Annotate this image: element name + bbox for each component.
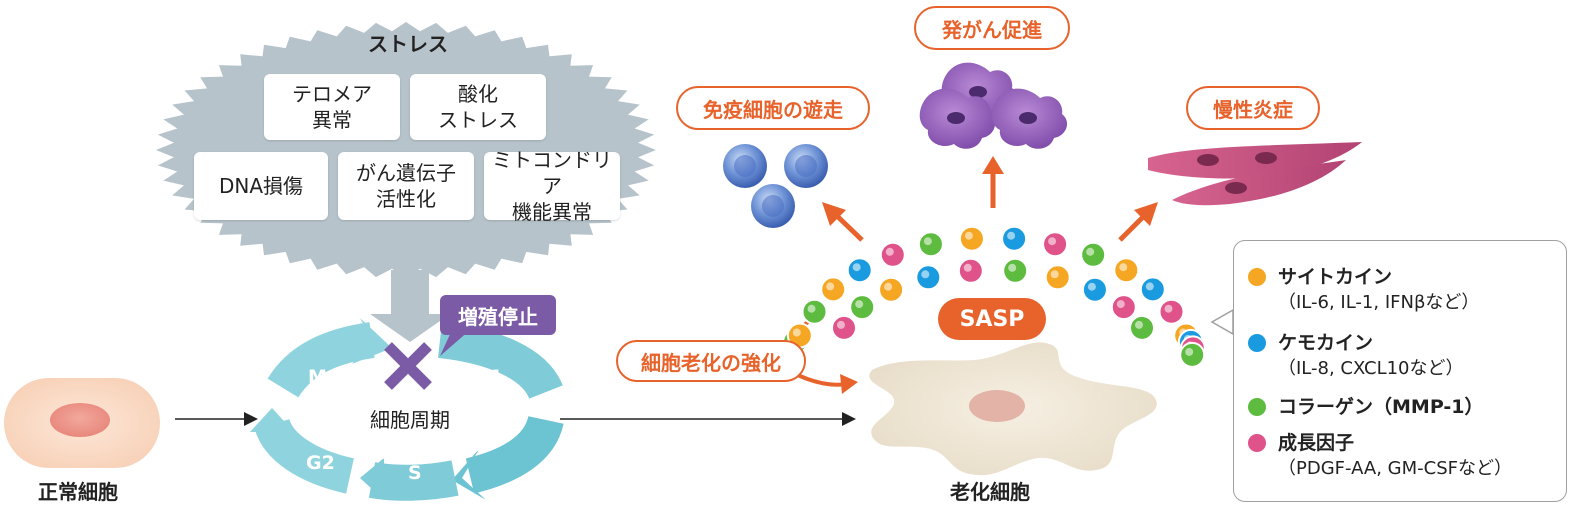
sasp-dot-highlight [1145,282,1154,291]
sasp-dot-highlight [923,237,932,246]
sasp-dot [1044,264,1071,291]
stress-factor-mitochondria: ミトコンドリア 機能異常 [484,148,620,224]
sasp-dot-highlight [1048,237,1057,246]
sasp-dot [801,298,828,325]
sasp-dot-highlight [1086,247,1095,256]
sasp-dot [915,264,942,291]
sasp-dot-highlight [963,263,972,272]
sasp-dot-highlight [826,282,835,291]
sasp-dot [1113,257,1140,284]
stress-down-arrow [370,270,450,342]
immune-cells [723,144,828,228]
sasp-dot [1042,231,1069,258]
sasp-dot [1129,314,1155,341]
legend-name: 成長因子 [1278,432,1355,454]
senescent-cell [869,342,1157,476]
legend-sub: （PDGF-AA, GM-CSFなど） [1278,458,1513,479]
sasp-dot [1179,341,1206,368]
sasp-dot-highlight [855,300,864,309]
legend-name: コラーゲン（MMP-1） [1278,396,1484,418]
phase-g1: G1 [474,366,503,388]
sasp-dot [1001,225,1028,252]
sasp-dot [879,241,906,268]
effect-chronic-inflammation: 慢性炎症 [1186,86,1320,130]
stress-title: ストレス [368,32,448,56]
arrow-cycle-to-senescent [560,412,856,426]
normal-cell-label: 正常細胞 [38,480,118,504]
stress-factor-telomere: テロメア 異常 [264,74,400,140]
sasp-dot-highlight [1135,320,1143,329]
sasp-dot [1002,257,1029,284]
chemokine-dot-icon [1248,334,1266,352]
sasp-dot [1080,241,1107,268]
sasp-dot [917,231,944,258]
cell-cycle-ring [250,318,564,501]
legend-sub: （IL-6, IL-1, IFNβなど） [1278,292,1480,313]
effect-oncogenesis: 発がん促進 [914,6,1070,50]
sasp-dot [1158,298,1185,325]
sasp-dot-highlight [852,263,861,272]
tumor-cells [919,62,1068,149]
sasp-dot [831,314,857,341]
sasp-dot [878,276,905,303]
sasp-dot-highlight [1008,263,1017,272]
sasp-dot-highlight [1164,304,1173,313]
sasp-dot-highlight [1007,231,1016,240]
cytokine-dot-icon [1248,268,1266,286]
sasp-dot-highlight [807,304,816,313]
sasp-dot-highlight [837,320,845,329]
sasp-factor-dots [780,225,1206,368]
legend-name: サイトカイン [1278,266,1393,288]
phase-m: M [308,366,327,388]
effect-arrow-immune [822,202,864,242]
phase-g2: G2 [306,452,335,474]
sasp-dot-highlight [1050,270,1059,279]
sasp-dot-highlight [964,231,973,240]
legend-pointer [1210,308,1234,336]
sasp-legend: サイトカイン （IL-6, IL-1, IFNβなど） ケモカイン （IL-8,… [1233,240,1567,502]
sasp-dot [846,257,873,284]
arrest-label: 増殖停止 [440,295,556,335]
normal-cell [4,378,160,468]
stress-factor-oxidative: 酸化 ストレス [410,74,546,140]
stress-factor-oncogene: がん遺伝子 活性化 [338,152,474,220]
senescent-cell-label: 老化細胞 [950,480,1030,504]
growth-factor-dot-icon [1248,434,1266,452]
effect-arrow-inflammation [1118,202,1158,242]
sasp-dot [820,276,847,303]
legend-name: ケモカイン [1278,332,1374,354]
effect-arrow-oncogenic [982,156,1004,208]
sasp-dot-highlight [1119,263,1128,272]
legend-sub: （IL-8, CXCL10など） [1278,358,1464,379]
sasp-dot-highlight [1116,300,1125,309]
reinforce-label: 細胞老化の強化 [616,340,806,382]
sasp-dot [1110,294,1137,321]
sasp-dot-highlight [792,328,801,337]
stress-factor-dna-damage: DNA損傷 [194,152,328,220]
sasp-dot [849,294,876,321]
effect-immune-migration: 免疫細胞の遊走 [676,86,870,130]
sasp-dot-highlight [1185,347,1194,356]
sasp-label: SASP [938,298,1046,340]
sasp-dot [1081,276,1108,303]
sasp-dot-highlight [1087,282,1096,291]
inflamed-cells [1148,142,1362,206]
arrow-normal-to-cycle [175,412,258,426]
phase-s: S [408,462,422,484]
sasp-dot [958,225,985,252]
arrest-bubble-tail [440,330,470,356]
sasp-dot [1139,276,1166,303]
sasp-dot-highlight [921,270,930,279]
sasp-dot [957,257,984,284]
arrest-x-mark [384,342,432,390]
sasp-dot-highlight [884,282,893,291]
collagen-dot-icon [1248,398,1266,416]
cell-cycle-center-label: 細胞周期 [370,408,450,432]
sasp-dot-highlight [885,247,894,256]
